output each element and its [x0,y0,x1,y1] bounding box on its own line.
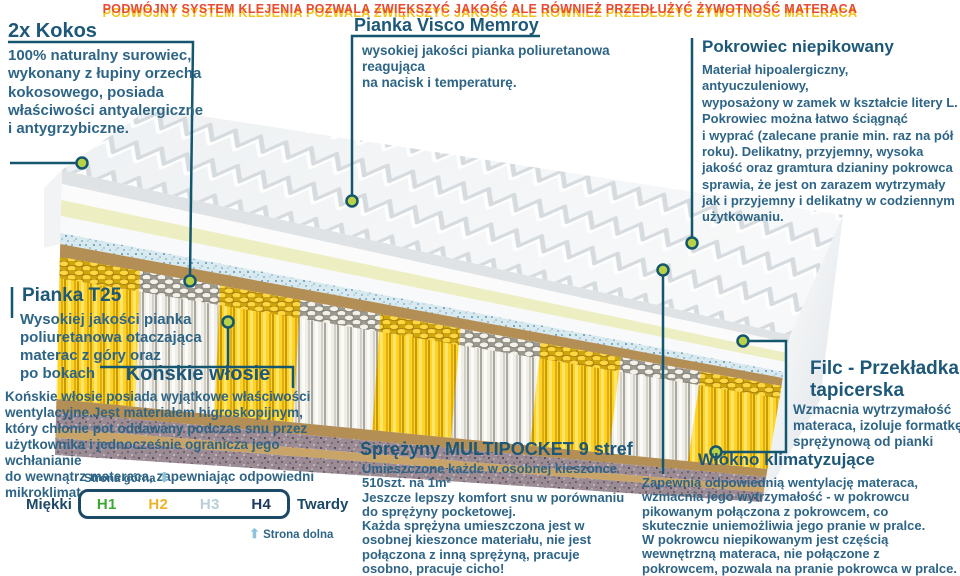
heading-sprezyny: Sprężyny MULTIPOCKET 9 stref [360,439,633,459]
layer-board-lower [56,399,768,477]
heading-konskie: Końskie włosie [125,363,271,385]
layer-horsehair-speckle [55,412,767,486]
quilt-pattern [62,108,843,335]
heading-t25: Pianka T25 [22,285,122,306]
hardness-h4: H4 [251,495,272,513]
body-wlokno: Zapewnia odpowiednią wentylację materaca… [642,475,957,576]
bottom-side-label: ⬆ Strona dolna [249,526,333,542]
leader-lines [8,34,788,474]
hard-label: Twardy [297,496,349,513]
leader-filc-wlokno [722,339,788,454]
body-kokos: 100% naturalny surowiec, wykonany z łupi… [8,47,204,138]
marker-visco [345,194,359,208]
hardness-h1: H1 [96,495,117,513]
heading-wlokno: Włókno klimatyzujące [698,450,875,469]
arrow-up-icon: ⬆ [249,526,260,541]
leader-konskie [100,328,295,388]
marker-filc [736,334,750,348]
layer-board-upper [59,244,783,386]
mattress-end-face [762,215,843,502]
hardness-h2: H2 [148,495,169,513]
spring-coil-tops [59,257,782,399]
heading-pokrowiec: Pokrowiec niepikowany [702,37,894,56]
layer-marker-dots [75,156,750,459]
heading-visco: Pianka Visco Memroy [354,15,539,35]
marker-pokrowiec [685,236,699,250]
layer-board-bottom [55,428,765,492]
mattress-cutaway [44,108,843,502]
layer-foam-mid [60,216,786,372]
top-side-text: Strona górna [84,473,156,485]
marker-konskie [221,315,235,329]
hardness-scale: H1 H2 H3 H4 [78,489,290,519]
body-t25: Wysokiej jakości pianka poliuretanowa ot… [20,311,202,382]
left-foam-edge [44,170,62,248]
top-side-label: Strona górna ⬇ [84,470,170,486]
layer-cover-edge [61,170,790,343]
heading-kokos: 2x Kokos [8,20,97,42]
body-visco: wysokiej jakości pianka poliuretanowa re… [362,43,610,91]
layer-coir-speckle-upper [60,233,784,378]
hardness-h3: H3 [199,495,220,513]
marker-kokos-upper [75,156,89,170]
bottom-side-text: Strona dolna [263,529,334,541]
layer-visco-cream [60,200,787,362]
leader-visco [350,34,540,196]
spring-zones [56,257,782,469]
soft-label: Miękki [26,496,72,513]
layer-foam-upper [61,184,789,353]
arrow-down-icon: ⬇ [158,470,170,485]
body-filc: Wzmacnia wytrzymałość materaca, izoluje … [793,402,960,450]
marker-wlokno [709,445,723,459]
marker-kokos-lower [183,274,197,288]
body-konskie: Końskie włosie posiada wyjątkowe właściw… [5,389,315,500]
leader-kokos-underline [8,40,195,277]
page-title: PODWÓJNY SYSTEM KLEJENIA POZWALA ZWIĘKSZ… [102,2,858,16]
body-sprezyny: Umieszczone każde w osobnej kieszonce 51… [362,461,625,576]
heading-filc: Filc - Przekładka tapicerska [810,358,959,401]
marker-sprezyny [656,263,670,277]
body-pokrowiec: Materiał hipoalergiczny, antyuczuleniowy… [702,62,958,225]
layer-speckle-bottom [55,438,764,502]
